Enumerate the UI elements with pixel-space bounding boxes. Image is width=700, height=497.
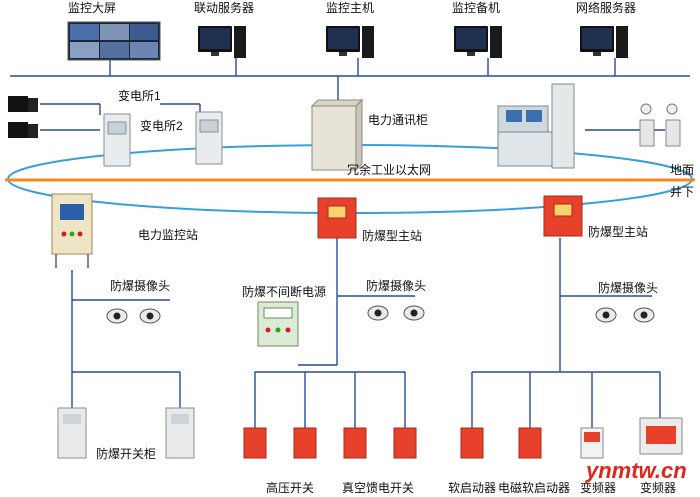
linkage-server-icon <box>198 26 246 58</box>
label-switch-cabinet: 防爆开关柜 <box>96 446 156 461</box>
camera-group-3-icon <box>595 307 655 323</box>
substation-computer-icon <box>8 96 38 138</box>
label-ups: 防爆不间断电源 <box>242 284 326 299</box>
control-desk-icon <box>497 83 575 169</box>
vfd-2-icon <box>639 417 683 455</box>
label-comm-cabinet: 电力通讯柜 <box>368 113 428 127</box>
label-camera-1: 防爆摄像头 <box>110 278 170 293</box>
watermark: ynmtw.cn <box>585 458 687 483</box>
monitor-host-icon <box>326 26 374 58</box>
soft-starter-icon <box>460 427 484 459</box>
label-power-monitor-station: 电力监控站 <box>138 228 198 242</box>
label-hv-switch: 高压开关 <box>266 480 314 495</box>
label-camera-3: 防爆摄像头 <box>598 280 658 295</box>
substation-cabinet-icon <box>103 111 223 167</box>
network-server-icon <box>580 26 628 58</box>
label-vacuum-switch: 真空馈电开关 <box>342 481 414 495</box>
label-network-server: 网络服务器 <box>576 0 636 15</box>
main-station-1-icon <box>317 197 357 239</box>
label-underground: 井下 <box>670 185 694 199</box>
monitor-backup-icon <box>454 26 502 58</box>
label-ground: 地面 <box>670 163 694 177</box>
label-camera-2: 防爆摄像头 <box>366 278 426 293</box>
camera-group-2-icon <box>367 305 425 321</box>
label-monitor-host: 监控主机 <box>326 1 374 15</box>
label-substation-1: 变电所1 <box>118 88 161 103</box>
label-vfd-2: 变频器 <box>640 480 676 495</box>
main-station-2-icon <box>543 195 583 237</box>
label-monitor-backup: 监控备机 <box>452 1 500 15</box>
label-main-station-2: 防爆型主站 <box>588 224 648 239</box>
camera-group-1-icon <box>106 308 161 324</box>
ground-camera-icon <box>639 103 681 147</box>
label-ethernet-ring: 冗余工业以太网 <box>347 162 431 177</box>
label-substation-2: 变电所2 <box>140 118 183 133</box>
label-main-station-1: 防爆型主站 <box>362 228 422 243</box>
comm-cabinet-icon <box>310 98 364 172</box>
power-monitor-station-icon <box>51 193 93 268</box>
ups-icon <box>257 301 299 347</box>
vfd-1-icon <box>580 427 604 459</box>
switch-cabinet-icon <box>57 407 195 459</box>
em-soft-starter-icon <box>518 427 542 459</box>
connection-lines <box>10 58 690 430</box>
vacuum-switch-icon <box>343 427 417 459</box>
label-soft-starter: 软启动器 <box>448 481 496 495</box>
monitor-wall-icon <box>67 21 161 61</box>
hv-switch-icon <box>243 427 317 459</box>
label-monitor-wall: 监控大屏 <box>68 1 116 15</box>
label-vfd-1: 变频器 <box>580 480 616 495</box>
label-em-soft-starter: 电磁软启动器 <box>498 480 570 495</box>
label-linkage-server: 联动服务器 <box>194 0 254 15</box>
